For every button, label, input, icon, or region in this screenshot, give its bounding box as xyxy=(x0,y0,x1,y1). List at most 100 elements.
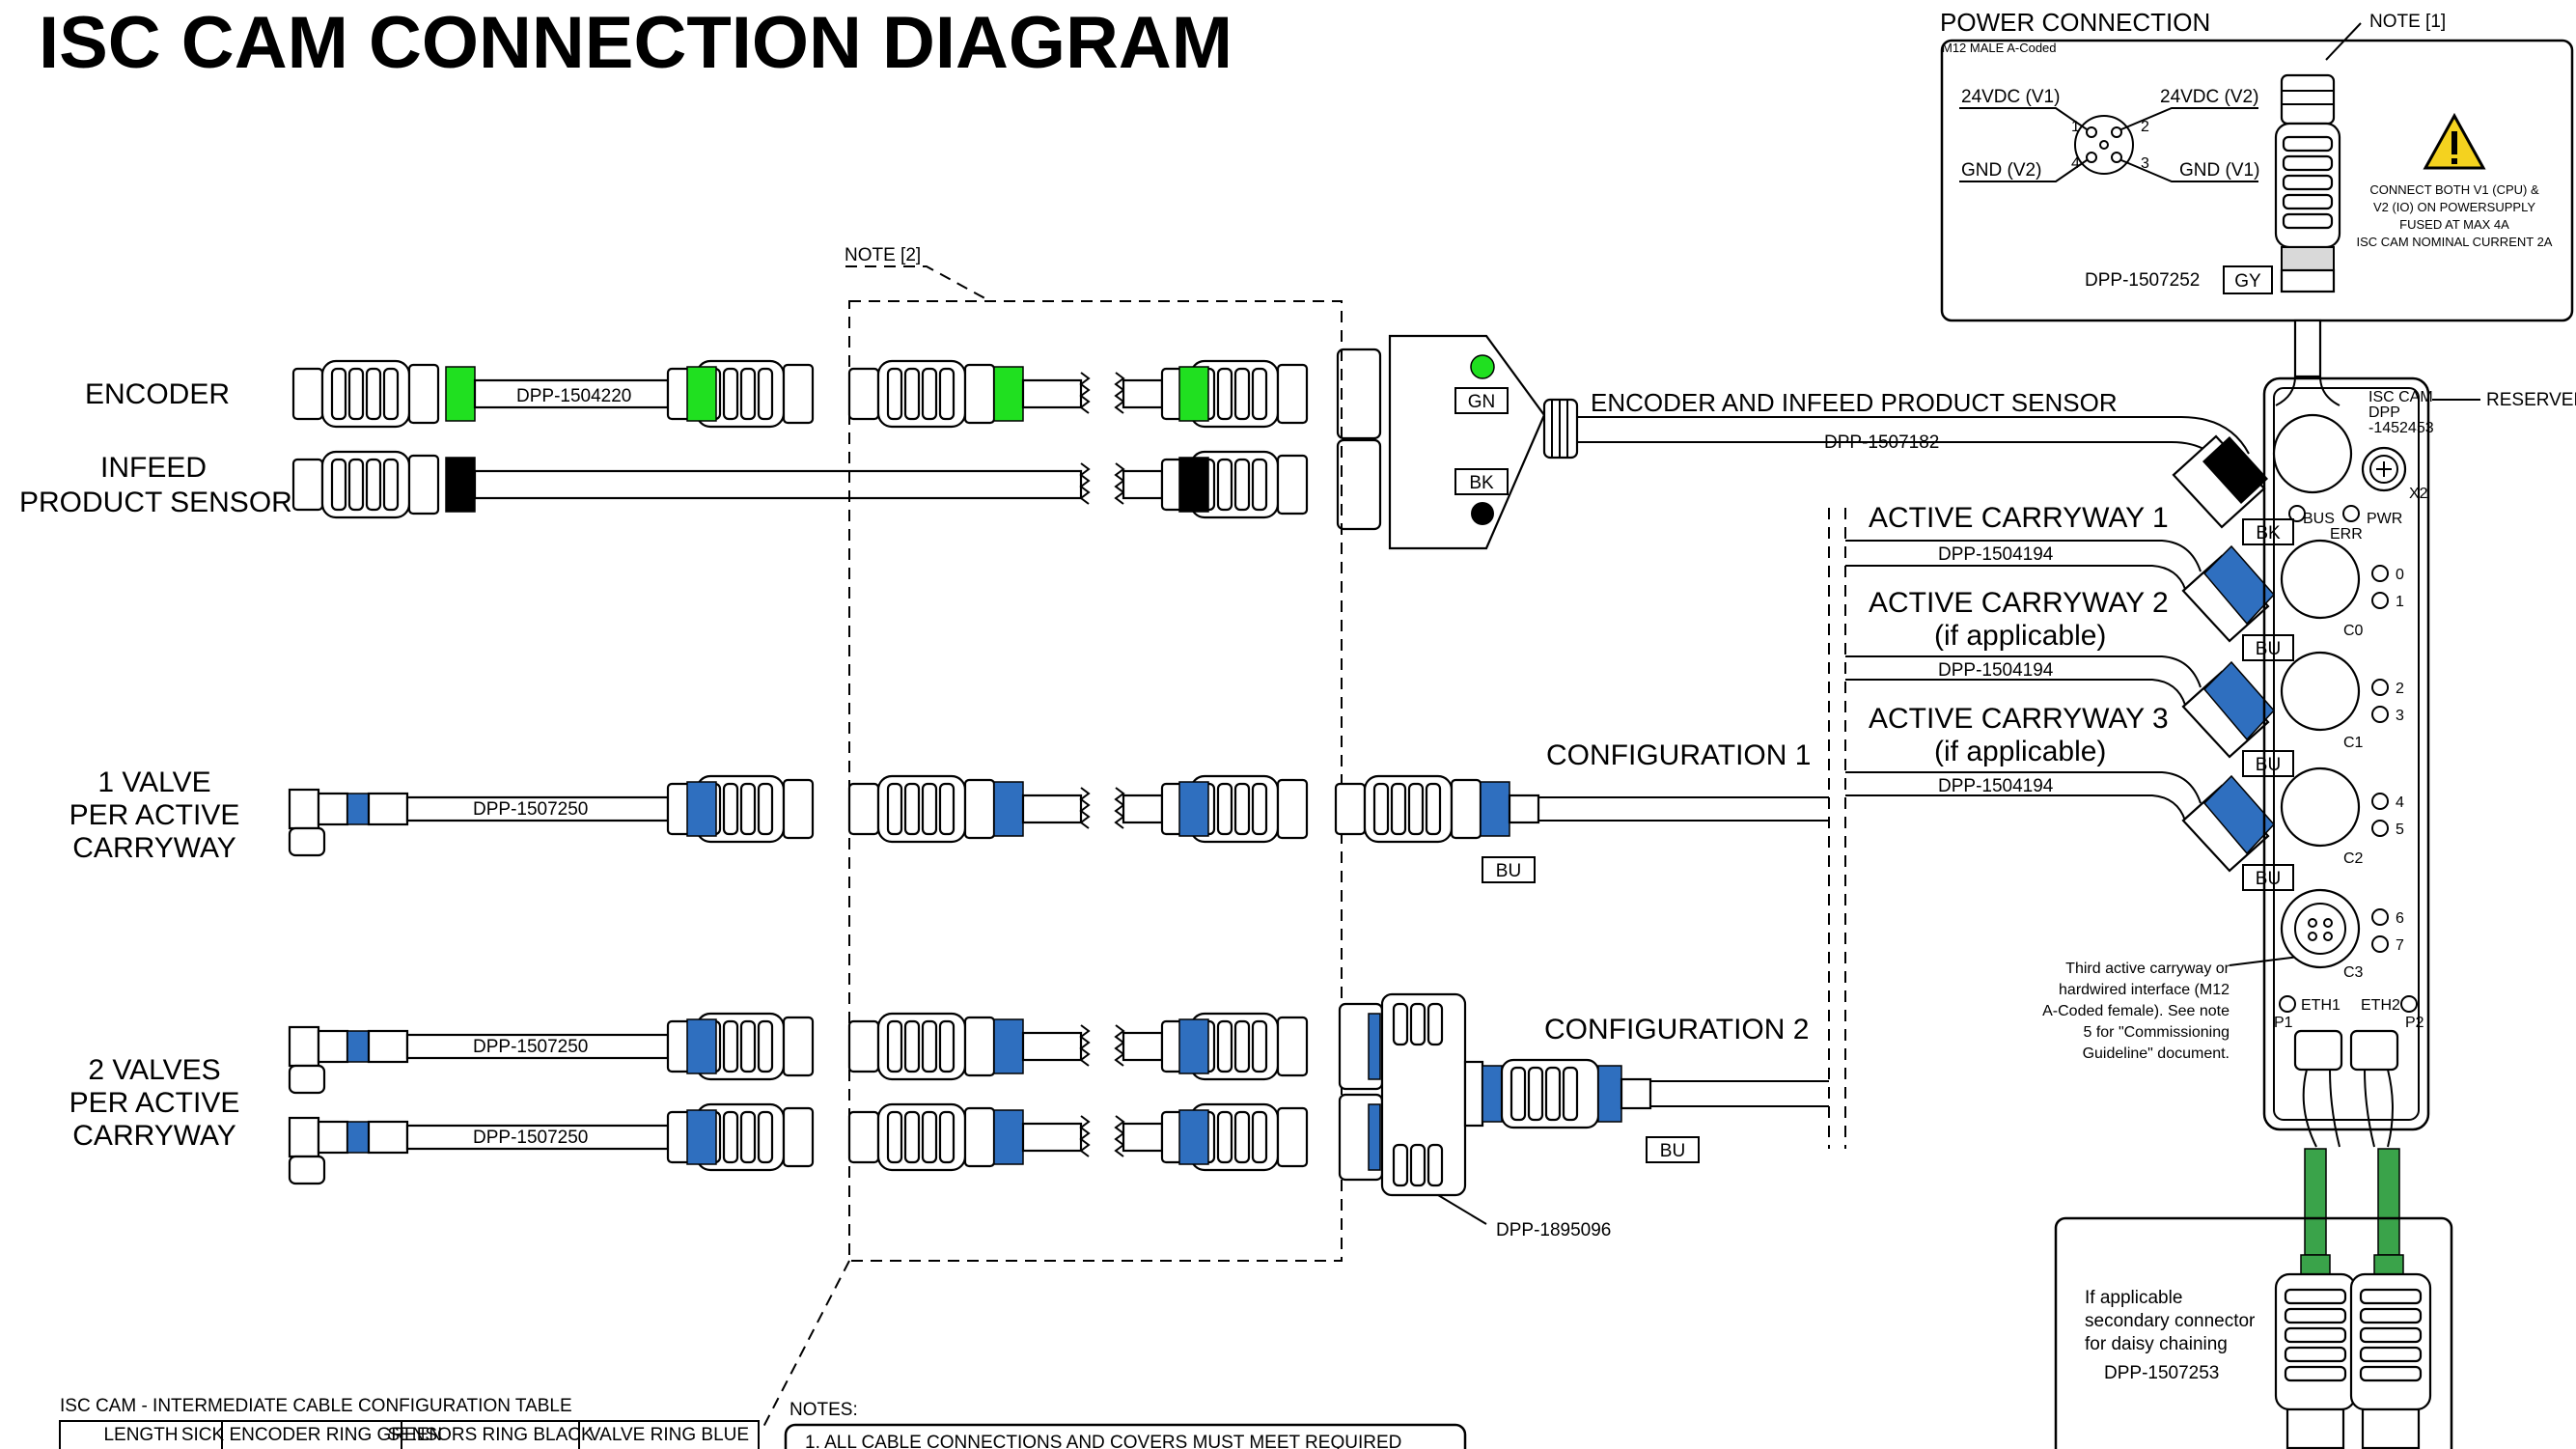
pin3-label: GND (V1) xyxy=(2179,160,2259,181)
reserved-label: RESERVED xyxy=(2486,390,2576,410)
config1-label-1: 1 VALVE xyxy=(97,766,210,798)
config1-bu-tag: BU xyxy=(1496,861,1521,881)
port-c3-label: C3 xyxy=(2343,964,2364,981)
config1-label-3: CARRYWAY xyxy=(72,832,235,864)
pwr-label: PWR xyxy=(2367,511,2402,527)
led-4: 4 xyxy=(2396,794,2404,811)
config1-title: CONFIGURATION 1 xyxy=(1546,739,1811,771)
config2-cable-a-code: DPP-1507250 xyxy=(473,1037,588,1057)
cw1-cable-code: DPP-1504194 xyxy=(1938,544,2054,565)
warning-line-4: ISC CAM NOMINAL CURRENT 2A xyxy=(2357,235,2553,249)
cw1-angled-connector xyxy=(2181,544,2276,643)
cam-bk-tag: BK xyxy=(2256,523,2281,543)
config2-label-3: CARRYWAY xyxy=(72,1120,235,1152)
p1-label: P1 xyxy=(2274,1015,2293,1031)
warning-icon xyxy=(2423,112,2486,170)
config2-cable-b-code: DPP-1507250 xyxy=(473,1128,588,1148)
x2-label: X2 xyxy=(2409,486,2428,502)
table-header-sensors: SENSORS RING BLACK xyxy=(387,1425,594,1445)
bk-tag: BK xyxy=(1469,473,1494,493)
svg-text:Third active carryway or: Third active carryway or xyxy=(2065,961,2230,977)
svg-text:5 for "Commissioning: 5 for "Commissioning xyxy=(2083,1024,2230,1041)
pin-num-3: 3 xyxy=(2141,155,2149,172)
page-title: ISC CAM CONNECTION DIAGRAM xyxy=(39,2,1233,84)
led-1: 1 xyxy=(2396,594,2404,610)
power-connection-panel: POWER CONNECTION M12 MALE A-Coded NOTE [… xyxy=(1940,8,2574,322)
config2-bu-tag: BU xyxy=(1660,1141,1685,1161)
notes-heading: NOTES: xyxy=(789,1400,858,1420)
port-c2-label: C2 xyxy=(2343,850,2364,867)
pin4-label: GND (V2) xyxy=(1961,160,2041,181)
p2-label: P2 xyxy=(2405,1015,2424,1031)
config2-title: CONFIGURATION 2 xyxy=(1544,1014,1809,1045)
config2-cable-b xyxy=(288,1093,1384,1185)
isc-cam-device xyxy=(2262,376,2430,1131)
config2-cable-a xyxy=(288,1002,1384,1095)
cam-name-3: -1452453 xyxy=(2368,420,2434,436)
eth1-label: ETH1 xyxy=(2301,997,2341,1014)
warning-line-3: FUSED AT MAX 4A xyxy=(2399,217,2509,232)
led-0: 0 xyxy=(2396,567,2404,583)
infeed-label-2: PRODUCT SENSOR xyxy=(19,487,292,518)
config2-label-1: 2 VALVES xyxy=(88,1054,220,1086)
table-header-valve: VALVE RING BLUE xyxy=(589,1425,749,1445)
table-header-length: LENGTH xyxy=(103,1425,178,1445)
config1-label-2: PER ACTIVE xyxy=(69,799,240,831)
led-5: 5 xyxy=(2396,822,2404,838)
notes-line-1: 1. ALL CABLE CONNECTIONS AND COVERS MUST… xyxy=(805,1433,1401,1449)
y-splitter-label: ENCODER AND INFEED PRODUCT SENSOR xyxy=(1591,388,2118,417)
svg-text:A-Coded female). See note: A-Coded female). See note xyxy=(2042,1003,2230,1019)
warning-line-2: V2 (IO) ON POWERSUPPLY xyxy=(2373,200,2535,214)
cw3-cable-code: DPP-1504194 xyxy=(1938,776,2054,796)
infeed-label-1: INFEED xyxy=(100,452,207,484)
cw2-label: ACTIVE CARRYWAY 2 xyxy=(1869,587,2169,619)
svg-text:DPP-1507253: DPP-1507253 xyxy=(2104,1363,2219,1383)
notes-panel: NOTES: 1. ALL CABLE CONNECTIONS AND COVE… xyxy=(784,1400,1467,1449)
encoder-cable xyxy=(291,348,1382,440)
cw3-bu-tag: BU xyxy=(2256,869,2281,889)
err-label: ERR xyxy=(2330,526,2363,543)
third-carryway-note: Third active carryway or hardwired inter… xyxy=(2042,955,2308,1062)
note2-ref: NOTE [2] xyxy=(845,245,921,265)
gn-tag: GN xyxy=(1468,392,1496,412)
svg-text:Guideline" document.: Guideline" document. xyxy=(2083,1045,2230,1062)
t-splitter-icon xyxy=(1380,992,1652,1197)
cw3-label: ACTIVE CARRYWAY 3 xyxy=(1869,703,2169,735)
pin1-label: 24VDC (V1) xyxy=(1961,87,2060,107)
pin2-label: 24VDC (V2) xyxy=(2160,87,2258,107)
cam-name-2: DPP xyxy=(2368,404,2400,421)
table-title: ISC CAM - INTERMEDIATE CABLE CONFIGURATI… xyxy=(60,1396,572,1416)
svg-text:for daisy chaining: for daisy chaining xyxy=(2085,1334,2228,1354)
table-header-encoder: SICK ENCODER RING GREEN xyxy=(181,1425,442,1445)
note2-region xyxy=(848,300,1343,1262)
svg-text:If applicable: If applicable xyxy=(2085,1288,2182,1308)
config2-label-2: PER ACTIVE xyxy=(69,1087,240,1119)
power-heading: POWER CONNECTION xyxy=(1940,8,2210,37)
cw2-angled-connector xyxy=(2181,660,2276,759)
svg-text:secondary connector: secondary connector xyxy=(2085,1311,2256,1331)
y-splitter-icon xyxy=(1388,334,1579,550)
pin-num-2: 2 xyxy=(2141,119,2149,135)
led-3: 3 xyxy=(2396,708,2404,724)
eth2-label: ETH2 xyxy=(2361,997,2400,1014)
power-cable-code: DPP-1507252 xyxy=(2085,270,2200,291)
cable-config-table: ISC CAM - INTERMEDIATE CABLE CONFIGURATI… xyxy=(59,1396,760,1449)
config1-cable-code: DPP-1507250 xyxy=(473,799,588,820)
cam-name-1: ISC CAM xyxy=(2368,389,2433,405)
power-connector-icon xyxy=(2274,73,2341,293)
m12-pinout-icon xyxy=(1959,107,2258,182)
ethernet-cables xyxy=(2302,1069,2400,1256)
encoder-label: ENCODER xyxy=(85,378,230,410)
led-2: 2 xyxy=(2396,681,2404,697)
svg-text:hardwired interface (M12: hardwired interface (M12 xyxy=(2059,982,2230,998)
pin-num-4: 4 xyxy=(2071,155,2080,172)
led-7: 7 xyxy=(2396,937,2404,954)
led-6: 6 xyxy=(2396,910,2404,927)
splitter-code: DPP-1895096 xyxy=(1496,1220,1611,1240)
pin-num-1: 1 xyxy=(2071,119,2080,135)
cw1-bu-tag: BU xyxy=(2256,639,2281,659)
bk-angled-connector xyxy=(2172,434,2268,529)
config1-cable xyxy=(288,774,1540,857)
cw3-angled-connector xyxy=(2181,774,2276,873)
y-cable-code: DPP-1507182 xyxy=(1824,432,1939,453)
